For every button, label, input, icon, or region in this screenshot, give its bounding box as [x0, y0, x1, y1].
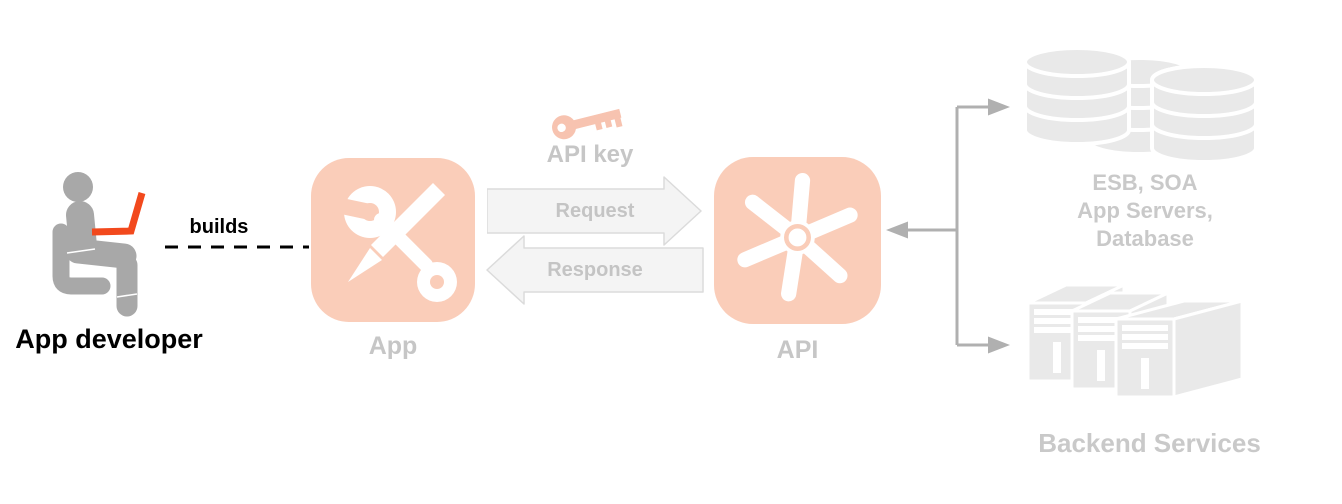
dashed-line — [165, 245, 309, 249]
app-icon — [311, 158, 475, 322]
backend-systems-line2: App Servers, — [1077, 198, 1213, 223]
arrowhead-to-servers — [988, 336, 1010, 354]
branching-arrows — [886, 98, 1010, 354]
api-label: API — [776, 336, 819, 364]
person-at-laptop-icon — [52, 172, 146, 317]
response-label: Response — [547, 259, 643, 281]
leg-seam — [116, 293, 138, 298]
backend-services-label: Backend Services — [1038, 428, 1261, 458]
backend-systems-label: ESB, SOA App Servers, Database — [1020, 169, 1270, 253]
request-label: Request — [555, 200, 635, 222]
request-arrow — [487, 176, 702, 246]
wrench-and-pencil-icon — [324, 182, 457, 302]
arrowhead-to-databases — [988, 98, 1010, 116]
body-seam — [66, 248, 96, 254]
builds-label: builds — [189, 216, 249, 238]
backend-systems-line3: Database — [1096, 226, 1194, 251]
api-icon — [714, 157, 881, 324]
laptop-icon — [91, 192, 146, 236]
key-icon — [552, 108, 623, 140]
database-stack-icon — [1023, 46, 1258, 160]
developer-label: App developer — [15, 324, 203, 354]
torso-shape — [66, 201, 97, 260]
backend-systems-line1: ESB, SOA — [1092, 170, 1198, 195]
pinwheel-icon — [737, 172, 858, 302]
pencil-body — [370, 182, 446, 258]
app-label: App — [368, 332, 418, 360]
server-towers-icon — [1026, 283, 1244, 399]
head-shape — [63, 172, 93, 202]
arrowhead-to-api — [886, 221, 908, 239]
api-key-label: API key — [546, 141, 634, 168]
pencil-tip — [348, 248, 382, 282]
response-arrow — [486, 235, 704, 305]
chair-shape — [52, 223, 111, 295]
